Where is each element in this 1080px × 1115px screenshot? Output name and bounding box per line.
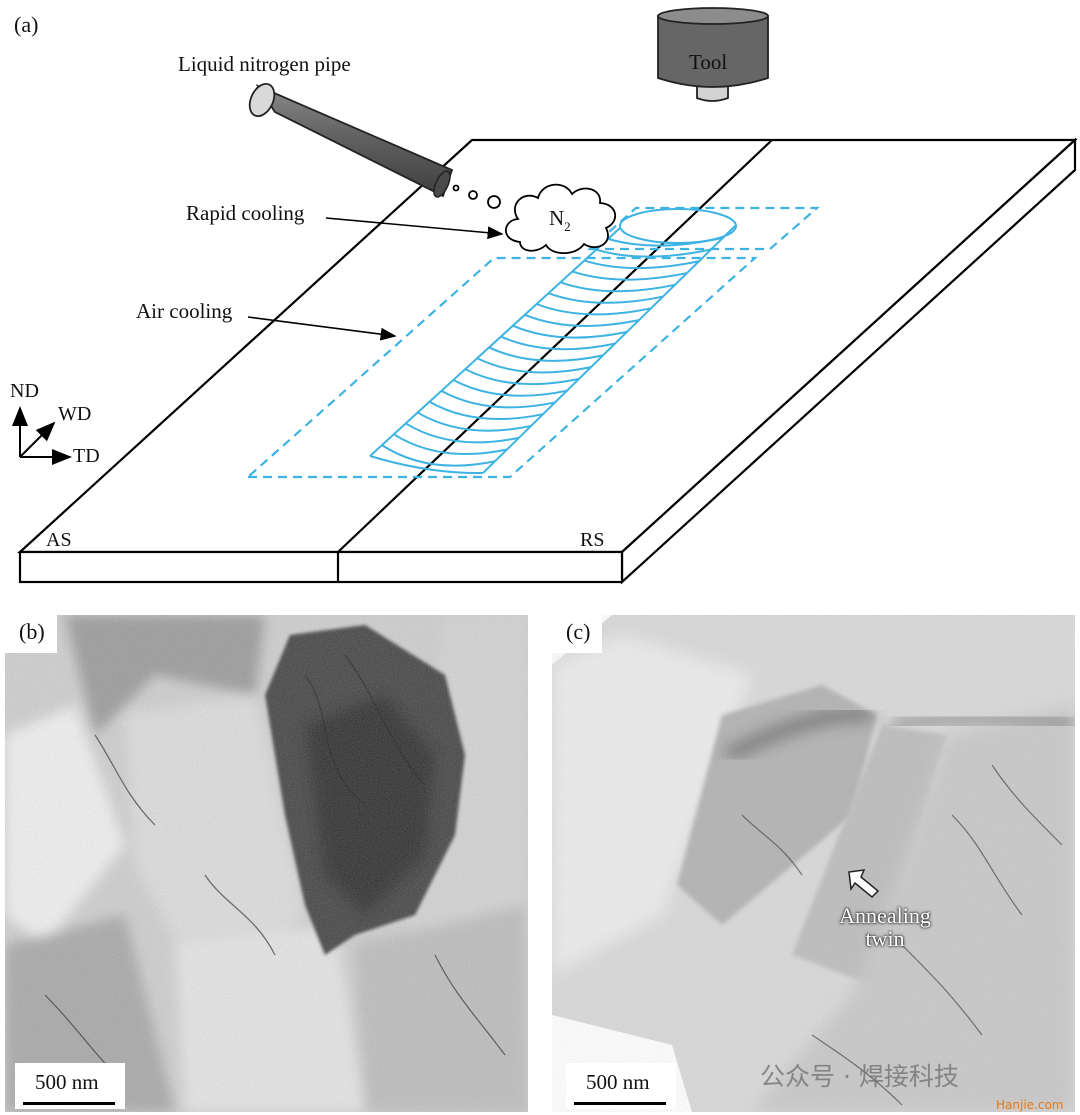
weld-track-right-edge [482, 225, 736, 474]
bubble-medium [468, 190, 478, 200]
scale-bar-box-b [15, 1063, 125, 1109]
coordinate-axes [11, 406, 72, 465]
rapid-cooling-label: Rapid cooling [186, 201, 305, 225]
bubble-large [487, 195, 501, 209]
nd-axis-label: ND [10, 380, 39, 402]
weld-ripple-arc [536, 303, 652, 316]
nitrogen-bubbles [452, 184, 501, 209]
weld-ripple-arc [524, 313, 640, 327]
weld-ripple-arc [452, 379, 568, 397]
weld-ripple-arc [560, 281, 676, 293]
tool-pin [696, 83, 729, 102]
tool-shoulder-footprint [619, 208, 737, 244]
tem-micrograph-c [552, 615, 1075, 1112]
panel-b-label: (b) [5, 615, 57, 653]
pipe-body [255, 83, 454, 198]
tool-top [657, 7, 769, 25]
wd-axis-arrow [19, 421, 56, 458]
cloud-shape [504, 183, 616, 255]
td-axis-label: TD [73, 445, 100, 467]
weld-ripple-arc [381, 444, 496, 467]
weld-ripple-arc [405, 422, 520, 444]
weld-ripple-arc [595, 248, 712, 258]
rapid-cooling-arrow [325, 217, 504, 240]
tool-label: Tool [689, 50, 727, 74]
weld-ripple-arc [548, 292, 664, 304]
tem-image-c: (c) Annealing twin 500 nm [552, 615, 1075, 1112]
tem-micrograph-b [5, 615, 528, 1112]
air-cooling-region [245, 256, 758, 479]
weld-track-left-edge [369, 227, 621, 457]
annealing-twin-line1: Annealing [839, 903, 931, 928]
weld-seam-line [337, 139, 773, 553]
twin-arrow [848, 869, 880, 899]
plate-front-face [18, 550, 624, 584]
weld-ripple-arc [393, 433, 508, 455]
weld-ripple-arc [607, 236, 724, 247]
weld-ripple-arc [429, 400, 544, 421]
twin-arrow-shape [848, 869, 880, 899]
friction-stir-welding-schematic: (a) N2 [10, 7, 1078, 585]
liquid-nitrogen-pipe [248, 83, 454, 198]
panel-a-label: (a) [14, 12, 38, 37]
micrograph-noise [5, 615, 528, 1112]
air-cooling-label: Air cooling [136, 299, 233, 323]
weld-ripple-arc [488, 346, 604, 362]
weld-ripple-arc [583, 259, 700, 270]
tem-image-b: (b) 500 nm [5, 615, 528, 1112]
retreating-side-label: RS [580, 529, 604, 551]
cloud-label: N2 [549, 206, 571, 234]
weld-ripple-arc [476, 357, 592, 374]
scale-bar-c [574, 1102, 666, 1105]
weld-track [369, 208, 737, 475]
nitrogen-cloud: N2 [504, 183, 616, 255]
advancing-side-label: AS [46, 529, 72, 551]
scale-bar-box-c [566, 1063, 676, 1109]
tool-body [657, 15, 769, 88]
weld-ripple-arc [572, 270, 688, 281]
weld-ripple-arc [512, 324, 628, 339]
wd-axis-label: WD [58, 403, 91, 425]
weld-ripples [381, 236, 724, 467]
tool: Tool [657, 7, 769, 102]
workpiece [17, 137, 1078, 585]
watermark-text: 公众号 · 焊接科技 [760, 1062, 959, 1091]
panel-c-label: (c) [552, 615, 603, 653]
scale-label-c: 500 nm [586, 1070, 650, 1094]
pipe-end [433, 170, 451, 198]
annealing-twin-line2: twin [865, 926, 905, 952]
weld-ripple-arc [440, 389, 556, 409]
micrograph-noise [552, 615, 1075, 1112]
weld-track-end [369, 455, 484, 475]
watermark-site: Hanjie.com [996, 1098, 1064, 1112]
pipe-opening [248, 83, 276, 117]
weld-ripple-arc [500, 335, 616, 351]
air-cooling-arrow [247, 316, 397, 341]
annealing-twin-label: Annealing twin [825, 904, 945, 950]
scale-bar-b [23, 1102, 115, 1105]
weld-ripple-arc [464, 368, 580, 386]
weld-ripple-arc [417, 411, 532, 432]
pipe-label: Liquid nitrogen pipe [178, 52, 351, 76]
scale-label-b: 500 nm [35, 1070, 99, 1094]
bubble-small [452, 184, 460, 192]
